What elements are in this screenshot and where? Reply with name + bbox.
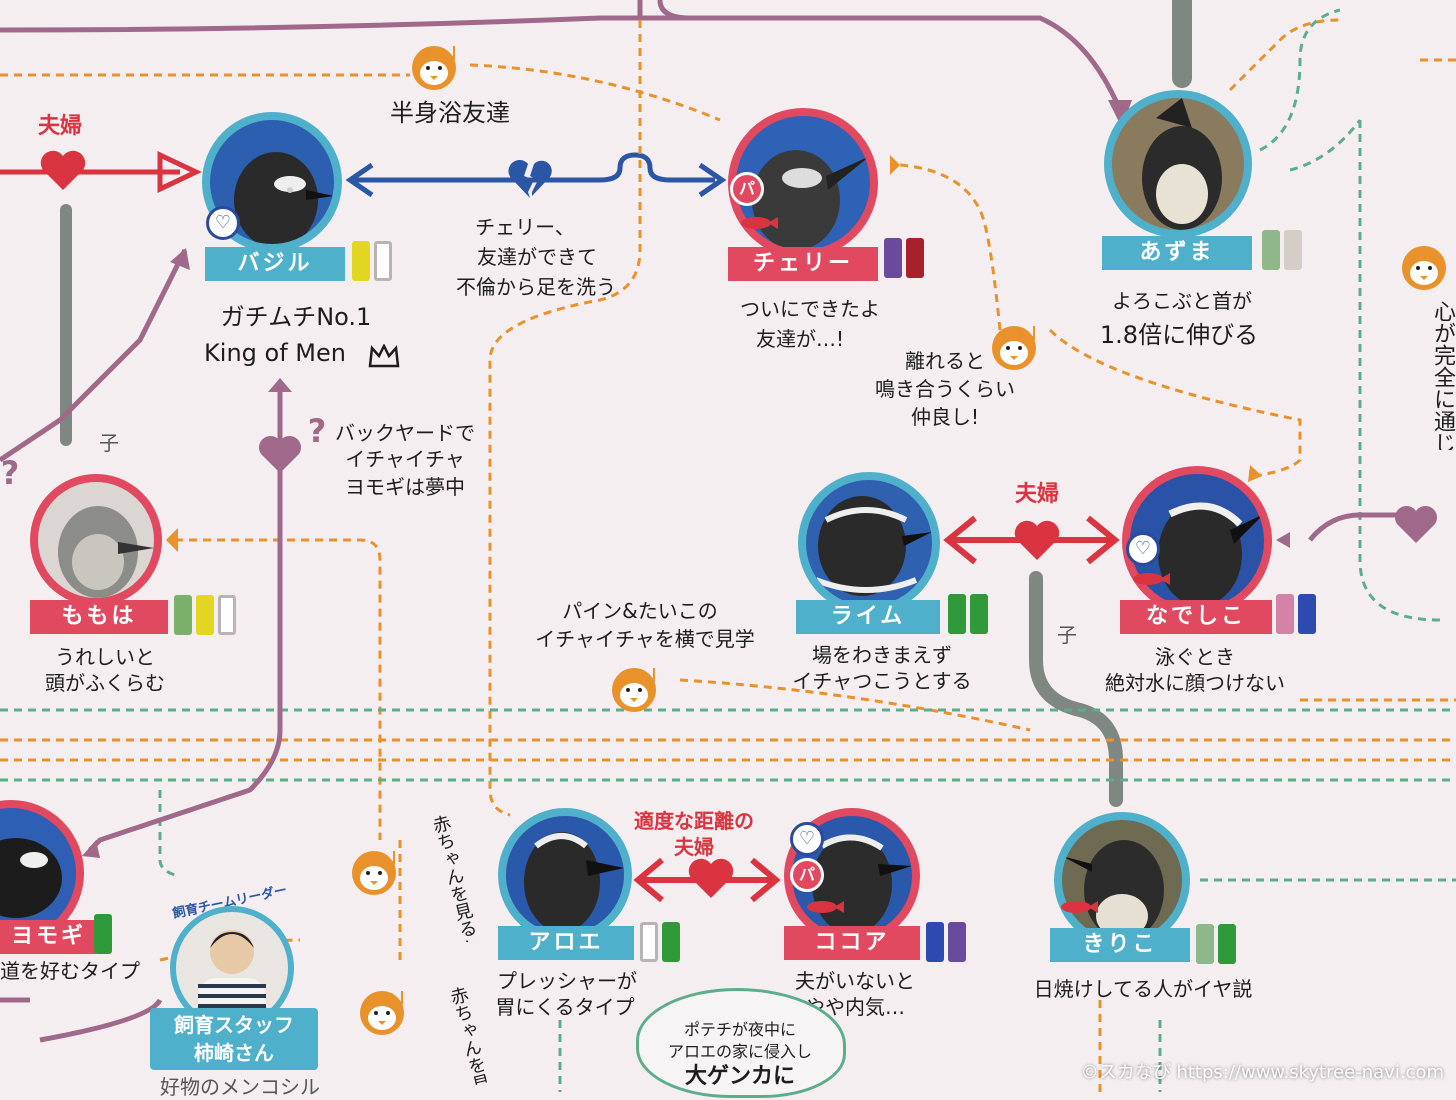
watermark: ©スカなび https://www.skytree-navi.com [1080,1062,1444,1083]
pa-badge: パ [730,172,764,206]
penguin-caption: 夫がいないと [795,969,915,993]
azuma-portrait [1104,90,1252,238]
heart-badge: ♡ [206,206,240,240]
heart-icon [40,150,86,190]
penguin-caption: 友達が…! [755,327,845,351]
status-bars [948,594,988,634]
couple-label: 適度な距離の夫婦 [634,809,754,859]
penguin-caption: プレッシャーが [497,969,637,993]
staff-name-box [150,1008,318,1070]
broken-heart-icon [508,159,552,198]
question-mark: ? [307,412,327,450]
penguin-caption: よろこぶと首が [1112,289,1252,313]
penguin-name-momoha: ももは [30,600,168,634]
penguin-caption: 頭がふくらむ [45,671,165,695]
penguin-name-nadeshiko: なでしこ [1120,600,1272,634]
relation-label: バックヤードで [335,421,475,445]
penguin-caption: 道を好むタイプ [0,959,140,983]
penguin-caption: 日焼けしてる人がイヤ説 [1033,977,1253,1001]
lime-portrait [798,472,940,614]
relation-label: 心が完全に通じ合う [1430,300,1455,450]
penguin-name-azuma: あずま [1102,236,1252,270]
couple-label: 夫婦 [37,114,82,139]
couple-label: 夫婦 [1014,482,1059,507]
fish-icon [741,217,778,229]
penguin-with-music-note-icon [1402,246,1446,290]
heart-icon [688,858,734,898]
fish-icon [1133,573,1170,585]
penguin-caption: うれしいと [55,645,155,669]
status-bars [352,241,392,281]
relation-label: 半身浴友達 [390,99,510,127]
penguin-caption: 泳ぐとき [1155,645,1235,669]
aloe-portrait [498,808,632,942]
penguin-with-music-note-icon [412,46,456,90]
heart-icon [258,435,302,473]
staff-name: 柿崎さん [194,1041,274,1065]
heart-icon [1394,505,1438,543]
status-bars [1276,594,1316,634]
penguin-with-music-note-icon [612,668,656,712]
penguin-caption: 1.8倍に伸びる [1099,321,1259,349]
penguin-caption: ついにできたよ [740,297,880,321]
relation-label: ヨモギは夢中 [345,475,465,499]
relation-label: 不倫から足を洗う [456,275,616,299]
status-bars [94,914,112,954]
penguin-name-basil: バジル [205,247,345,281]
penguin-with-music-note-icon [352,851,396,895]
penguin-caption: イチャつこうとする [792,669,972,693]
relation-label: 大ゲンカに [684,1064,795,1089]
staff-name: 飼育スタッフ [174,1013,294,1037]
status-bars [884,238,924,278]
fish-icon [1061,901,1098,913]
penguin-name-cocoa: ココア [784,926,920,960]
child-label: 子 [1057,623,1077,647]
heart-badge: ♡ [1126,532,1160,566]
status-bars [1196,924,1236,964]
relation-label: アロエの家に侵入し [667,1042,812,1061]
question-mark: ? [0,454,20,492]
pa-badge: パ [790,858,824,892]
relation-label: イチャイチャ [345,447,465,471]
heart-icon [1014,520,1060,560]
status-bars [640,922,680,962]
relation-label: 離れると [905,349,985,373]
relation-label: 仲良し! [910,405,980,429]
penguin-name-cherry: チェリー [728,247,878,281]
penguin-name-kiriko: きりこ [1050,928,1190,962]
momoha-portrait [30,474,162,606]
child-label: 子 [99,431,119,455]
relation-label: イチャイチャを横で見学 [535,627,755,651]
penguin-name-lime: ライム [796,600,940,634]
penguin-caption: 絶対水に顔つけない [1105,671,1285,695]
relation-label: 鳴き合うくらい [875,377,1015,401]
penguin-caption: 場をわきまえず [812,643,952,667]
relation-label: 友達ができて [477,245,597,269]
penguin-name-aloe: アロエ [498,926,634,960]
relation-label: チェリー、 [475,215,575,239]
status-bars [926,922,966,962]
penguin-caption: 胃にくるタイプ [495,995,635,1019]
fish-icon [807,901,844,913]
crown-icon [368,344,400,368]
heart-badge: ♡ [790,822,824,856]
penguin-name-yomogi: ヨモギ [0,920,96,954]
penguin-with-music-note-icon [360,991,404,1035]
penguin-caption: ガチムチNo.1 [220,303,372,331]
penguin-caption: King of Men [204,339,346,367]
relation-label: ポテチが夜中に [683,1020,796,1039]
status-bars [174,595,236,635]
staff-bottom-text: 好物のメンコシル [160,1075,320,1099]
kiriko-portrait [1054,812,1190,948]
status-bars [1262,230,1302,270]
penguin-with-music-note-icon [992,326,1036,370]
relation-label: パイン&たいこの [562,599,718,623]
